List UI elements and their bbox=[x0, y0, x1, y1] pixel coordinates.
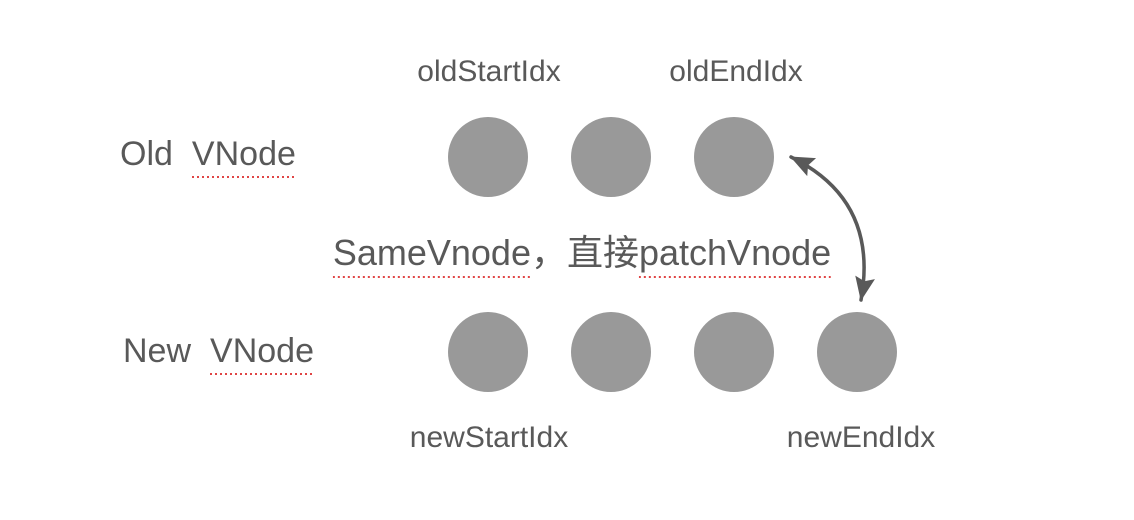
old-vnode-row-label: Old VNode bbox=[120, 135, 296, 178]
new-label-word: VNode bbox=[210, 332, 314, 375]
vnode-circle bbox=[571, 117, 651, 197]
new-label-prefix: New bbox=[123, 332, 192, 370]
old-start-idx-label: oldStartIdx bbox=[417, 55, 561, 88]
old-end-idx-label: oldEndIdx bbox=[669, 55, 803, 88]
old-label-word: VNode bbox=[191, 135, 296, 178]
vnode-circle bbox=[448, 117, 528, 197]
old-label-prefix: Old bbox=[120, 135, 173, 173]
old-vnode-row bbox=[448, 117, 774, 197]
arrow-shaft bbox=[789, 155, 875, 302]
vnode-circle bbox=[817, 312, 897, 392]
annotation-text: SameVnode，直接patchVnode bbox=[332, 232, 832, 278]
annotation-lead: SameVnode bbox=[332, 232, 531, 278]
new-start-idx-label: newStartIdx bbox=[409, 421, 569, 454]
new-vnode-row-label: New VNode bbox=[123, 332, 314, 375]
vnode-circle bbox=[694, 117, 774, 197]
new-end-idx-label: newEndIdx bbox=[786, 421, 936, 454]
annotation-middle: ，直接 bbox=[530, 232, 639, 273]
vnode-circle bbox=[694, 312, 774, 392]
vnode-circle bbox=[448, 312, 528, 392]
annotation-tail: patchVnode bbox=[638, 232, 832, 278]
vnode-circle bbox=[571, 312, 651, 392]
new-vnode-row bbox=[448, 312, 897, 392]
